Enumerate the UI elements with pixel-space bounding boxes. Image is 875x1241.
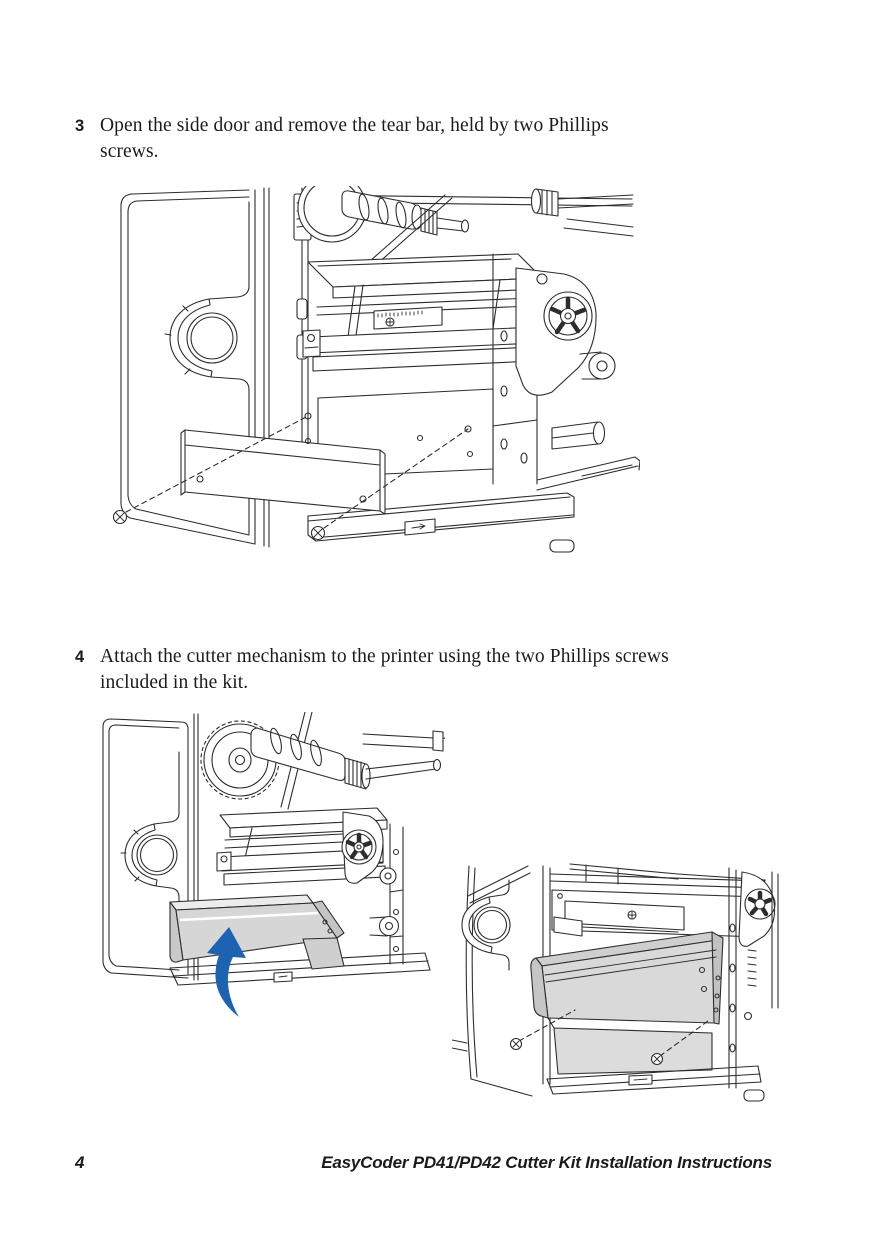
right-frame [492, 253, 640, 491]
cutter-screws-illustration [452, 863, 779, 1102]
step-3-number: 3 [75, 117, 85, 135]
right-frame [728, 867, 779, 1089]
step-3-line-2: screws. [100, 141, 159, 162]
phillips-screw-icon [650, 1052, 664, 1066]
upper-mechanism [551, 889, 761, 938]
base-plate [307, 492, 575, 553]
screw-guide-line-right [323, 428, 469, 529]
footer-page-number: 4 [75, 1153, 85, 1172]
cutter-mechanism [169, 894, 345, 970]
side-door [120, 189, 256, 545]
step-3-text: Open the side door and remove the tear b… [100, 113, 609, 165]
step-4-number: 4 [75, 648, 85, 666]
side-door-edge [452, 865, 533, 1097]
top-cover [549, 863, 766, 889]
phillips-screw-icon [310, 525, 326, 541]
ribbon-spools [293, 186, 634, 287]
screw-guide-line-left [518, 1009, 576, 1042]
hand-hole [186, 312, 238, 364]
screw-guide-line-right [659, 1020, 709, 1057]
screw-guide-line-left [125, 415, 309, 513]
step-4-line-2: included in the kit. [100, 672, 249, 693]
footer-doc-title: EasyCoder PD41/PD42 Cutter Kit Installat… [321, 1153, 772, 1172]
remove-tear-bar-illustration [112, 186, 640, 553]
step-4-text: Attach the cutter mechanism to the print… [100, 644, 669, 696]
step-3: 3 Open the side door and remove the tear… [75, 113, 609, 165]
cutter-mechanism [530, 931, 724, 1025]
step-3-line-1: Open the side door and remove the tear b… [100, 115, 609, 136]
print-mechanism [302, 297, 538, 372]
side-door [102, 718, 189, 979]
phillips-screw-icon [509, 1037, 523, 1051]
front-plate [553, 1027, 713, 1075]
phillips-screw-icon [112, 509, 128, 525]
page-footer: 4 EasyCoder PD41/PD42 Cutter Kit Install… [75, 1153, 772, 1173]
right-frame [341, 811, 400, 937]
step-4-line-1: Attach the cutter mechanism to the print… [100, 646, 669, 667]
tear-bar [180, 429, 386, 515]
ribbon-spools [200, 712, 445, 810]
attach-direction-arrow [207, 927, 246, 1017]
attach-cutter-illustration [102, 712, 445, 1017]
base-plate [546, 1065, 765, 1102]
base-plate [169, 952, 431, 986]
step-4: 4 Attach the cutter mechanism to the pri… [75, 644, 669, 696]
